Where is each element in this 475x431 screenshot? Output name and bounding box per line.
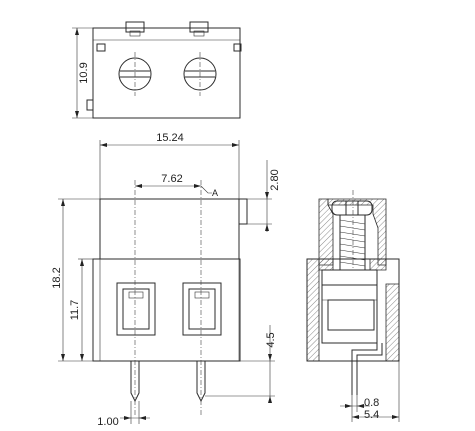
wire-opening-left bbox=[116, 282, 156, 336]
dim-label-total-width: 15.24 bbox=[156, 132, 184, 144]
wire-opening-right bbox=[182, 282, 222, 336]
top-view: 10.9 bbox=[72, 21, 242, 119]
dim-label-lower-height: 11.7 bbox=[69, 300, 81, 321]
screw-section bbox=[331, 200, 373, 271]
side-section-view: 0.8 5.4 bbox=[306, 190, 400, 422]
dim-side-pin-thickness: 0.8 bbox=[340, 395, 379, 412]
dim-total-width: 15.24 bbox=[99, 132, 240, 199]
dim-label-body-height: 18.2 bbox=[51, 267, 63, 288]
dim-label-pitch: 7.62 bbox=[161, 173, 182, 185]
section-marker: A bbox=[212, 188, 218, 198]
dim-lower-height: 11.7 bbox=[69, 258, 93, 361]
dim-pin-length: 4.5 bbox=[205, 325, 277, 403]
dim-label-side-offset: 5.4 bbox=[364, 409, 379, 421]
side-pin bbox=[351, 343, 383, 395]
dim-body-height: 18.2 bbox=[51, 198, 100, 362]
dim-label-top-height: 10.9 bbox=[78, 62, 90, 83]
dim-screw-offset: 2.80 bbox=[247, 160, 281, 232]
dim-label-pin-width: 1.00 bbox=[97, 416, 118, 428]
dim-side-offset: 5.4 bbox=[351, 361, 400, 422]
front-view: 15.24 7.62 A 2.80 18.2 bbox=[51, 132, 281, 428]
dim-label-pin-length: 4.5 bbox=[265, 332, 277, 347]
dim-label-screw-offset: 2.80 bbox=[269, 169, 281, 190]
dim-pin-width: 1.00 bbox=[97, 401, 150, 428]
dim-label-side-pin-thickness: 0.8 bbox=[364, 397, 379, 409]
dim-pitch: 7.62 A bbox=[135, 173, 218, 198]
dim-top-height: 10.9 bbox=[72, 27, 93, 119]
